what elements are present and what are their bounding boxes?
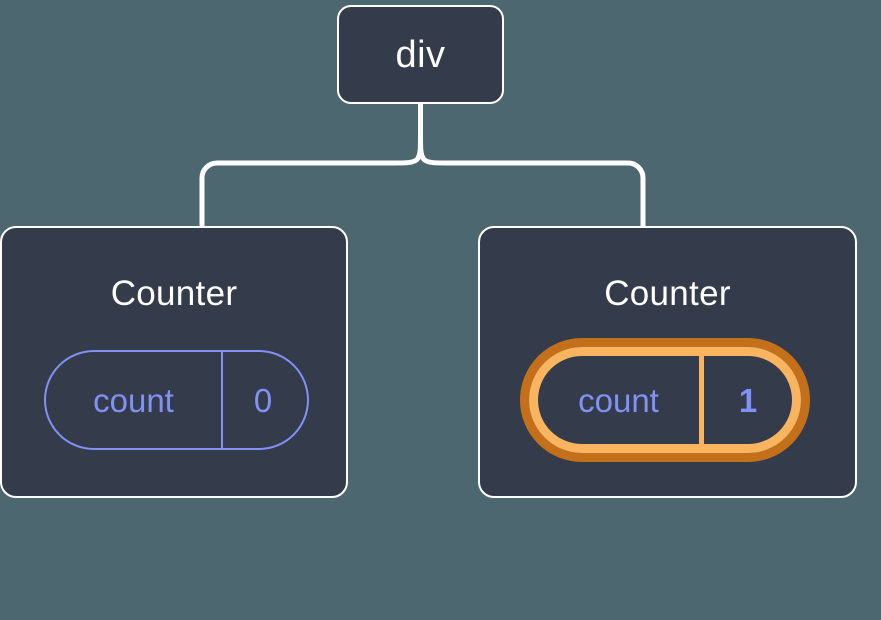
state-pill-left[interactable]: count 0 — [44, 350, 309, 450]
state-value-left: 0 — [221, 352, 303, 448]
state-pill-right-highlight-ring: count 1 — [520, 338, 810, 462]
node-counter-right-title: Counter — [604, 274, 731, 313]
node-div[interactable]: div — [337, 5, 504, 104]
state-value-right: 1 — [699, 356, 792, 444]
node-counter-left-title: Counter — [110, 274, 238, 313]
state-name-left: count — [93, 381, 174, 419]
connector-branch-left — [199, 132, 423, 229]
connector-branch-right — [418, 132, 646, 229]
node-counter-left[interactable]: Counter count 0 — [0, 226, 348, 498]
component-tree-diagram: div Counter count 0 Counter count 1 — [0, 5, 857, 498]
node-div-label: div — [395, 33, 446, 76]
state-name-right: count — [578, 381, 659, 419]
node-counter-right[interactable]: Counter count 1 — [478, 226, 857, 498]
state-pill-right[interactable]: count 1 — [529, 347, 801, 453]
